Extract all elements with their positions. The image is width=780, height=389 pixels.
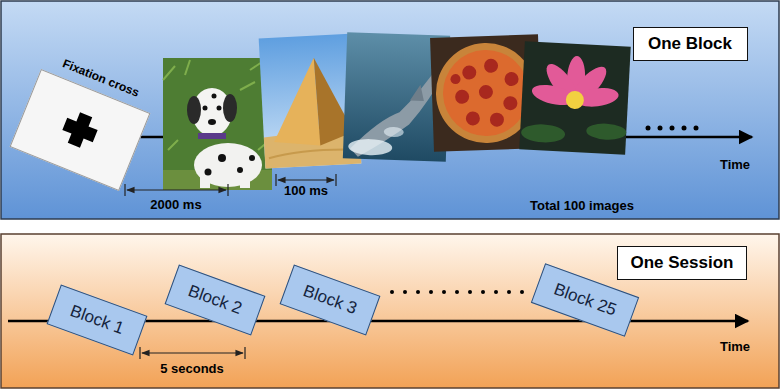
duration-bracket (125, 184, 228, 196)
duration-label: 5 seconds (160, 362, 224, 377)
block-title-box: One Block (633, 27, 748, 61)
duration-bracket (140, 347, 245, 359)
duration-label: 2000 ms (150, 198, 201, 213)
continuation-dots (646, 126, 699, 131)
continuation-dots (390, 290, 524, 294)
cross-shape (59, 109, 102, 152)
dog-photo (163, 58, 272, 190)
session-title-box: One Session (617, 246, 747, 280)
session-panel (1, 234, 779, 388)
panel-title: One Session (631, 253, 734, 273)
flower-photo (519, 41, 631, 154)
axis-label: Time (720, 340, 750, 355)
block-name: Block 1 (67, 301, 126, 338)
panel-title: One Block (648, 34, 732, 54)
block-panel (1, 1, 779, 219)
duration-label: 100 ms (284, 184, 328, 199)
block-name: Block 2 (185, 281, 244, 318)
axis-label: Time (720, 158, 750, 173)
block-name: Block 3 (300, 281, 359, 318)
count-label: Total 100 images (530, 199, 634, 214)
